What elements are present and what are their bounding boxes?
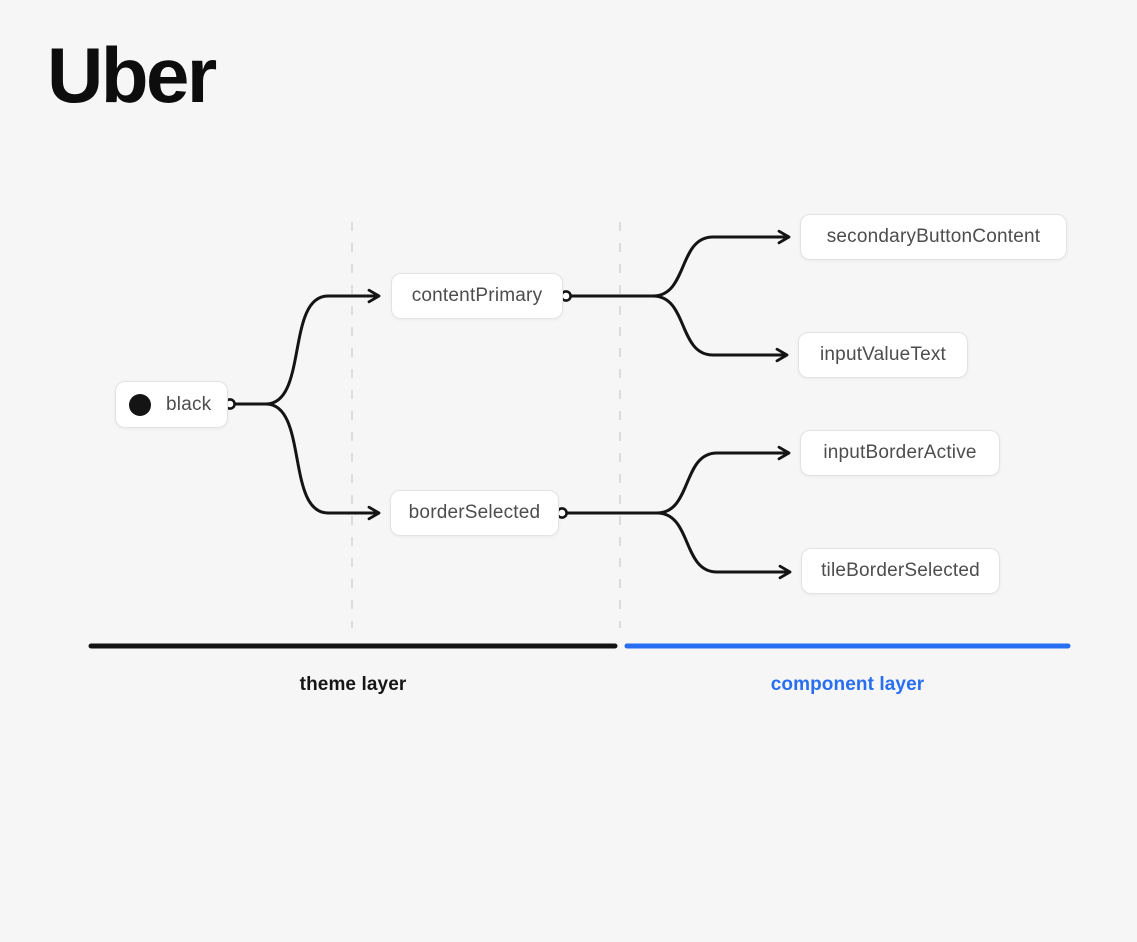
component-layer-label: component layer: [770, 674, 925, 695]
color-swatch-black-icon: [129, 393, 151, 416]
node-label: tileBorderSelected: [821, 560, 980, 581]
edge-contentPrimary-to-secondaryButtonContent: [570, 229, 791, 298]
node-contentPrimary: contentPrimary: [391, 273, 563, 319]
uber-logo: Uber: [47, 31, 217, 119]
edge-borderSelected-to-inputBorderActive: [566, 445, 791, 515]
node-label: contentPrimary: [411, 285, 543, 306]
edge-borderSelected-to-tileBorderSelected: [566, 511, 792, 580]
node-black: black: [115, 381, 228, 428]
node-label: inputBorderActive: [823, 442, 977, 463]
node-secondaryButtonContent: secondaryButtonContent: [800, 214, 1067, 260]
node-label: borderSelected: [408, 502, 541, 523]
node-label: black: [166, 393, 212, 415]
theme-layer-label: theme layer: [299, 674, 407, 695]
edge-black-to-borderSelected: [234, 402, 381, 521]
node-inputBorderActive: inputBorderActive: [800, 430, 1000, 476]
node-tileBorderSelected: tileBorderSelected: [801, 548, 1000, 594]
edge-black-to-contentPrimary: [234, 288, 381, 406]
node-label: inputValueText: [819, 344, 947, 365]
edge-contentPrimary-to-inputValueText: [570, 294, 789, 363]
node-inputValueText: inputValueText: [798, 332, 968, 378]
node-borderSelected: borderSelected: [390, 490, 559, 536]
node-label: secondaryButtonContent: [826, 226, 1041, 247]
